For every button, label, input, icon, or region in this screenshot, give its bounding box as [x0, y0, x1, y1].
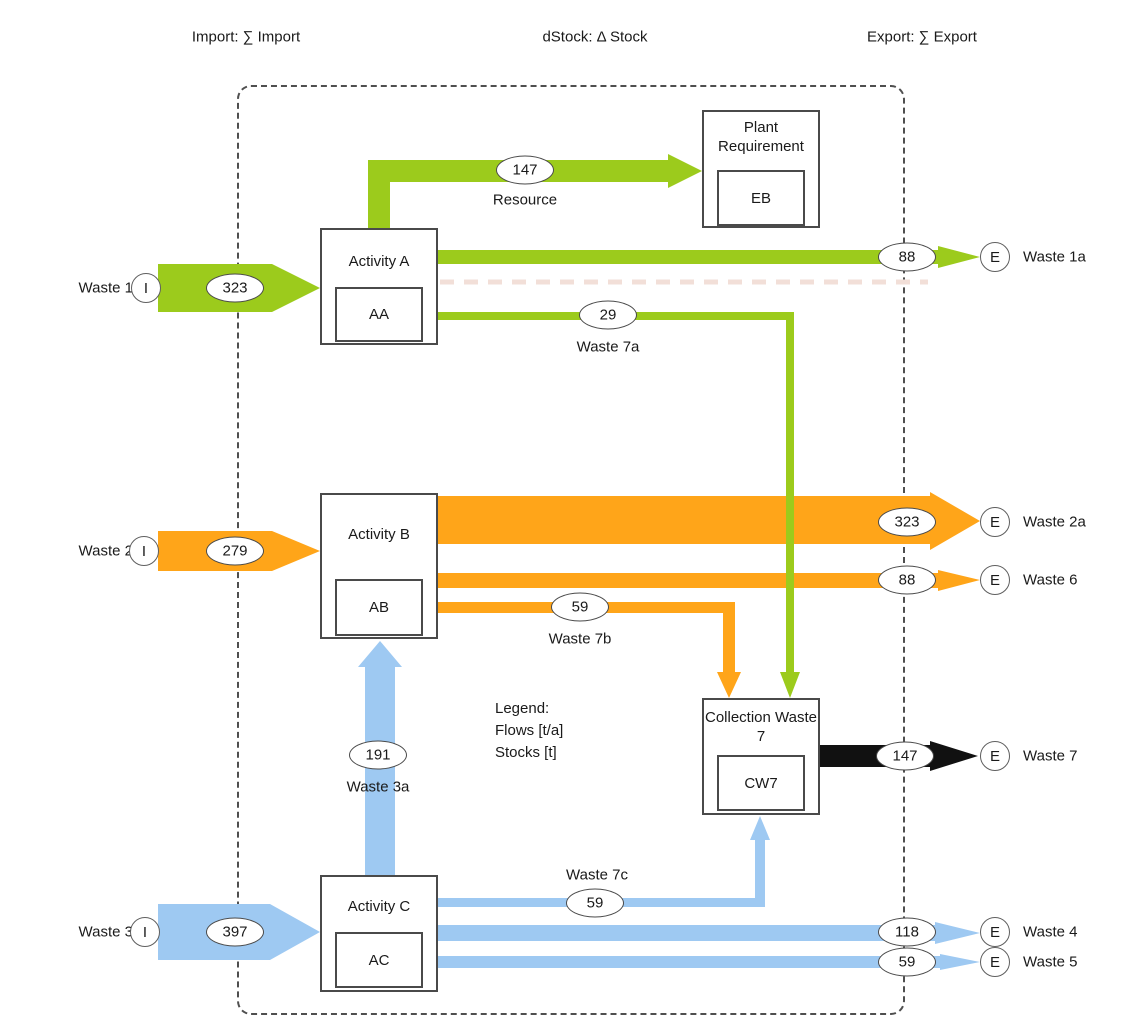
value-badge-waste5: 59 — [878, 947, 936, 977]
flow-waste4-export[interactable] — [438, 922, 980, 944]
flow-waste6-export[interactable] — [438, 570, 980, 591]
value-badge-waste3a: 191 — [349, 740, 407, 770]
value-badge-waste3: 397 — [206, 917, 264, 947]
value-badge-waste1a: 88 — [878, 242, 936, 272]
node-activity-c[interactable]: Activity C AC — [320, 875, 438, 992]
node-activity-b[interactable]: Activity B AB — [320, 493, 438, 639]
value-badge-waste2: 279 — [206, 536, 264, 566]
flow-waste1a-export[interactable] — [438, 246, 980, 268]
dstock-header: dStock: Δ Stock — [542, 28, 648, 46]
flow-waste2a-export[interactable] — [438, 492, 980, 550]
flow-label-resource: Resource — [492, 191, 558, 209]
import-marker-waste2: I — [129, 536, 159, 566]
import-label-waste3: Waste 3 — [78, 923, 133, 941]
node-activity-a[interactable]: Activity A AA — [320, 228, 438, 345]
flow-resource[interactable] — [368, 154, 702, 228]
export-label-waste7: Waste 7 — [1023, 747, 1078, 765]
import-label-waste1: Waste 1 — [78, 279, 133, 297]
node-title: Activity A — [348, 253, 410, 270]
node-code-box[interactable]: CW7 — [717, 755, 805, 811]
node-plant-requirement[interactable]: Plant Requirement EB — [702, 110, 820, 228]
value-badge-waste7b: 59 — [551, 592, 609, 622]
export-label-waste4: Waste 4 — [1023, 923, 1078, 941]
flow-label-waste7a: Waste 7a — [576, 338, 640, 356]
node-code-box[interactable]: EB — [717, 170, 805, 226]
export-label-waste1a: Waste 1a — [1023, 248, 1086, 266]
export-label-waste2a: Waste 2a — [1023, 513, 1086, 531]
legend: Legend: Flows [t/a] Stocks [t] — [495, 698, 563, 764]
value-badge-waste6: 88 — [878, 565, 936, 595]
flow-label-waste7b: Waste 7b — [548, 630, 612, 648]
export-label-waste6: Waste 6 — [1023, 571, 1078, 589]
flow-label-waste7c: Waste 7c — [566, 866, 628, 884]
flow-label-waste3a: Waste 3a — [346, 778, 410, 796]
flow-waste7b[interactable] — [438, 602, 741, 698]
node-title: Collection Waste 7 — [705, 709, 817, 745]
value-badge-resource: 147 — [496, 155, 554, 185]
import-label-waste2: Waste 2 — [78, 542, 133, 560]
export-marker-waste7: E — [980, 741, 1010, 771]
node-title: Plant Requirement — [718, 119, 804, 155]
legend-title: Legend: — [495, 700, 550, 717]
value-badge-waste7a: 29 — [579, 300, 637, 330]
value-badge-waste1: 323 — [206, 273, 264, 303]
legend-stocks-unit: Stocks [t] — [495, 744, 557, 761]
legend-flows-unit: Flows [t/a] — [495, 722, 564, 739]
node-collection-waste7[interactable]: Collection Waste 7 CW7 — [702, 698, 820, 815]
import-marker-waste1: I — [131, 273, 161, 303]
import-marker-waste3: I — [130, 917, 160, 947]
export-marker-waste1a: E — [980, 242, 1010, 272]
export-header: Export: ∑ Export — [867, 28, 977, 46]
node-title: Activity B — [348, 526, 410, 543]
node-code-box[interactable]: AB — [335, 579, 423, 636]
value-badge-waste7c: 59 — [566, 888, 624, 918]
export-marker-waste2a: E — [980, 507, 1010, 537]
export-marker-waste6: E — [980, 565, 1010, 595]
node-code-box[interactable]: AA — [335, 287, 423, 342]
node-title: Activity C — [347, 898, 411, 915]
export-label-waste5: Waste 5 — [1023, 953, 1078, 971]
value-badge-waste2a: 323 — [878, 507, 936, 537]
export-marker-waste4: E — [980, 917, 1010, 947]
node-code-box[interactable]: AC — [335, 932, 423, 988]
import-header: Import: ∑ Import — [191, 28, 301, 46]
export-marker-waste5: E — [980, 947, 1010, 977]
flow-waste5-export[interactable] — [438, 954, 980, 970]
value-badge-waste4: 118 — [878, 917, 936, 947]
value-badge-waste7: 147 — [876, 741, 934, 771]
